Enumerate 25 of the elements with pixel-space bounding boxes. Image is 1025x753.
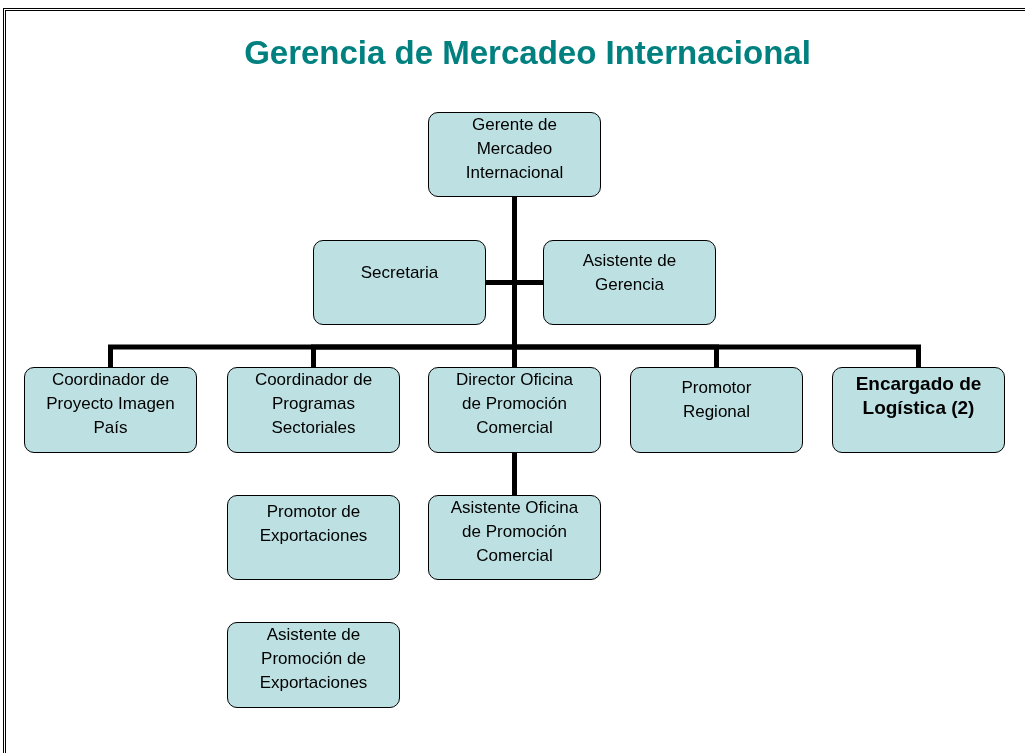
position-box: [227, 495, 400, 580]
position-box: [832, 367, 1005, 453]
position-title: Asistente de Gerencia: [581, 250, 678, 296]
position-title: Promotor Regional: [680, 377, 753, 423]
position-title: Coordinador de Programas Sectoriales: [253, 369, 374, 439]
connector-line: [512, 453, 517, 495]
position-box: [227, 367, 400, 453]
position-title: Asistente Oficina de Promoción Comercial: [449, 497, 580, 567]
position-box: [428, 112, 601, 197]
position-title: Asistente de Promoción de Exportaciones: [258, 624, 369, 694]
position-box: [313, 240, 486, 325]
position-box: [24, 367, 197, 453]
connector-line: [512, 197, 921, 367]
position-box: [630, 367, 803, 453]
position-title: Encargado de Logística (2): [854, 372, 983, 420]
diagram-title: Gerencia de Mercadeo Internacional: [243, 33, 812, 73]
position-box: [428, 495, 601, 580]
position-title: Director Oficina de Promoción Comercial: [454, 369, 575, 439]
position-box: [428, 367, 601, 453]
position-box: [543, 240, 716, 325]
position-title: Promotor de Exportaciones: [258, 501, 369, 547]
position-title: Coordinador de Proyecto Imagen País: [45, 369, 176, 439]
position-title: Secretaria: [360, 262, 439, 284]
position-box: [227, 622, 400, 708]
position-title: Gerente de Mercadeo Internacional: [464, 114, 565, 184]
